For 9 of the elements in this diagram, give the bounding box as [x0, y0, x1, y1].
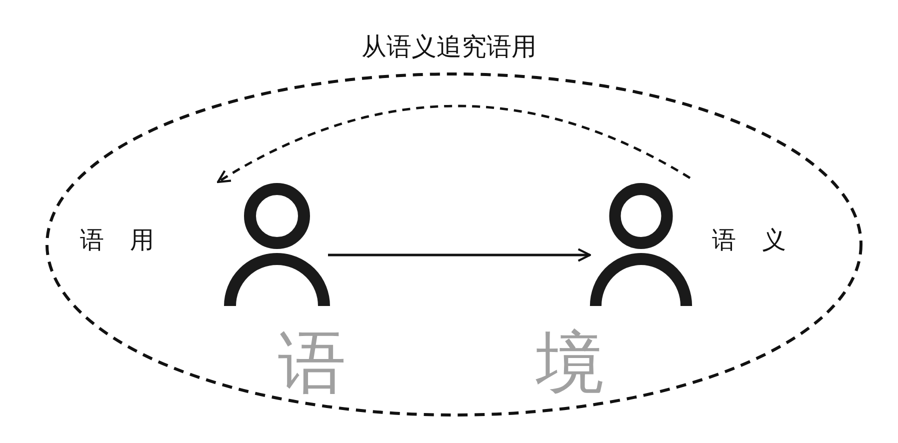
side-label: 语义	[712, 225, 812, 256]
title: 从语义追究语用	[360, 31, 538, 63]
side-label: 语用	[80, 225, 180, 256]
dashed-ellipse	[45, 72, 863, 417]
person-icon	[588, 182, 694, 308]
dashed-arrow	[216, 104, 691, 184]
context-label: 语境	[278, 323, 794, 405]
arrow	[328, 248, 592, 262]
person-icon	[222, 182, 332, 308]
